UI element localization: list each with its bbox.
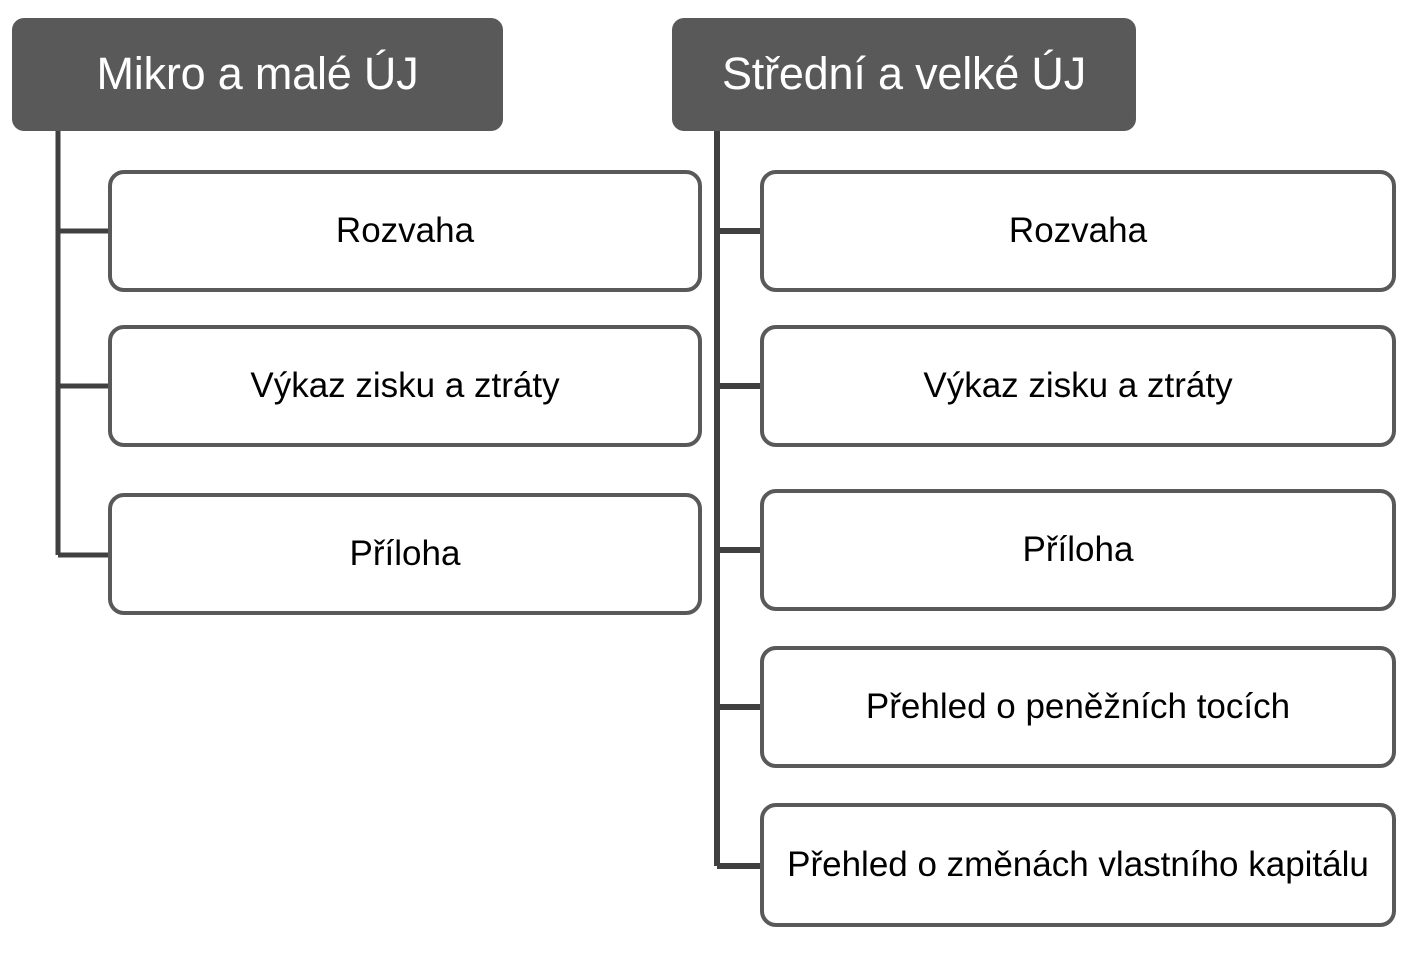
node-box-left-priloha[interactable]: Příloha xyxy=(108,493,702,615)
column-header-label: Mikro a malé ÚJ xyxy=(96,47,419,99)
node-box-right-rozvaha[interactable]: Rozvaha xyxy=(760,170,1396,292)
node-box-label: Příloha xyxy=(349,534,461,574)
node-box-label: Rozvaha xyxy=(335,211,475,251)
node-box-label: Příloha xyxy=(1022,530,1134,570)
node-box-label: Rozvaha xyxy=(1008,211,1148,251)
node-box-left-vykaz-zisku-a-ztraty[interactable]: Výkaz zisku a ztráty xyxy=(108,325,702,447)
node-box-right-prehled-o-zmenach-vlastniho-kapitalu[interactable]: Přehled o změnách vlastního kapitálu xyxy=(760,803,1396,927)
node-box-label: Výkaz zisku a ztráty xyxy=(250,366,560,406)
column-header-stredni-a-velke-uj[interactable]: Střední a velké ÚJ xyxy=(672,18,1136,131)
column-header-label: Střední a velké ÚJ xyxy=(721,47,1087,99)
node-box-left-rozvaha[interactable]: Rozvaha xyxy=(108,170,702,292)
node-box-label: Přehled o změnách vlastního kapitálu xyxy=(787,845,1369,885)
node-box-right-vykaz-zisku-a-ztraty[interactable]: Výkaz zisku a ztráty xyxy=(760,325,1396,447)
node-box-right-prehled-o-peneznich-tocich[interactable]: Přehled o peněžních tocích xyxy=(760,646,1396,768)
node-box-right-priloha[interactable]: Příloha xyxy=(760,489,1396,611)
column-header-mikro-a-male-uj[interactable]: Mikro a malé ÚJ xyxy=(12,18,503,131)
node-box-label: Výkaz zisku a ztráty xyxy=(923,366,1233,406)
node-box-label: Přehled o peněžních tocích xyxy=(865,687,1291,727)
